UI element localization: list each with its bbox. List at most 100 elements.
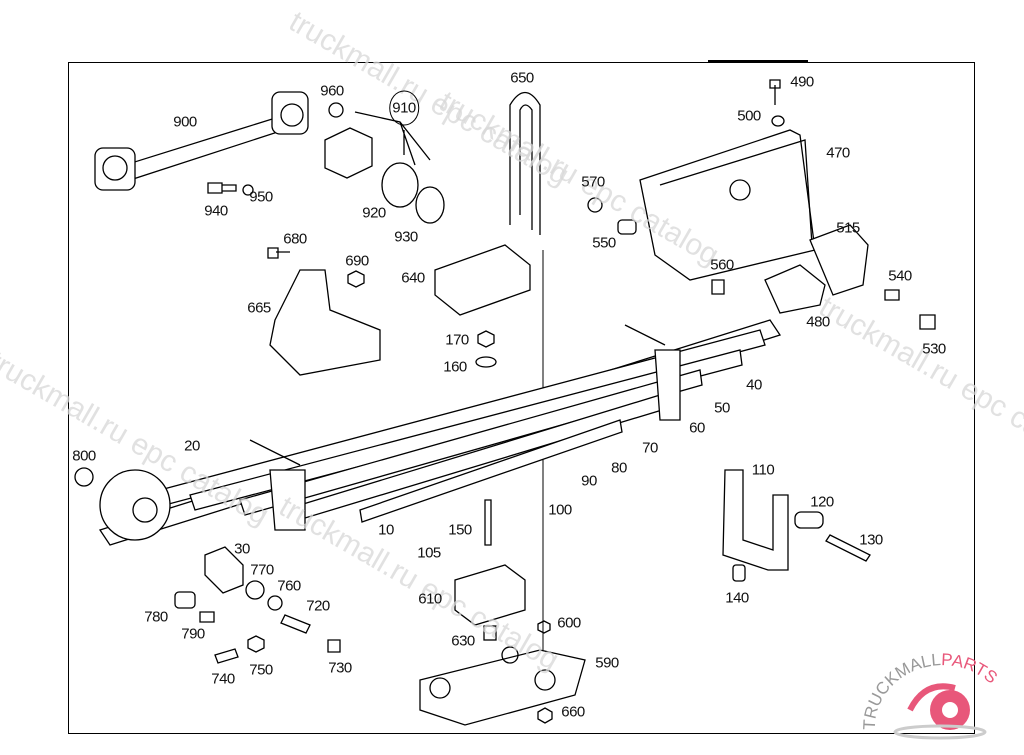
callout-910: 910 <box>389 90 419 126</box>
block-610 <box>454 564 526 626</box>
callout-690: 690 <box>345 252 369 270</box>
bracket-665 <box>269 269 381 376</box>
washer-950 <box>242 184 254 196</box>
nut-750 <box>247 635 265 653</box>
callout-70: 70 <box>642 439 658 457</box>
callout-100: 100 <box>548 501 572 519</box>
callout-610: 610 <box>418 590 442 608</box>
callout-60: 60 <box>689 419 705 437</box>
washer-770 <box>245 580 265 600</box>
callout-760: 760 <box>277 577 301 595</box>
callout-730: 730 <box>328 659 352 677</box>
sleeve-550 <box>617 219 637 235</box>
nut-800 <box>74 467 94 487</box>
callout-750: 750 <box>249 661 273 679</box>
callout-950: 950 <box>249 188 273 206</box>
callout-770: 770 <box>250 561 274 579</box>
block-480 <box>764 264 826 314</box>
sleeve-780 <box>174 591 196 609</box>
callout-130: 130 <box>859 531 883 549</box>
callout-480: 480 <box>806 313 830 331</box>
torque-rod-900 <box>94 91 309 191</box>
callout-930: 930 <box>394 228 418 246</box>
callout-640: 640 <box>401 269 425 287</box>
callout-120: 120 <box>810 493 834 511</box>
callout-10: 10 <box>378 521 394 539</box>
callout-590: 590 <box>595 654 619 672</box>
callout-600: 600 <box>557 614 581 632</box>
callout-170: 170 <box>445 331 469 349</box>
callout-790: 790 <box>181 625 205 643</box>
nut-690 <box>347 270 365 288</box>
callout-940: 940 <box>204 202 228 220</box>
callout-30: 30 <box>234 540 250 558</box>
callout-665: 665 <box>247 299 271 317</box>
callout-740: 740 <box>211 670 235 688</box>
nut-170 <box>477 330 495 348</box>
ring-930 <box>415 186 445 224</box>
callout-50: 50 <box>714 399 730 417</box>
nut-660 <box>537 707 553 724</box>
frame-top-mark <box>708 60 808 63</box>
callout-650: 650 <box>510 69 534 87</box>
callout-150: 150 <box>448 521 472 539</box>
callout-80: 80 <box>611 459 627 477</box>
callout-680: 680 <box>283 230 307 248</box>
ring-910 <box>381 162 419 208</box>
callout-540: 540 <box>888 267 912 285</box>
callout-530: 530 <box>922 340 946 358</box>
bolt-140 <box>732 564 746 582</box>
washer-570 <box>587 197 603 213</box>
callout-660: 660 <box>561 703 585 721</box>
bolt-530 <box>919 314 936 330</box>
callout-20: 20 <box>184 437 200 455</box>
bushing-920 <box>324 127 373 179</box>
bolt-940 <box>207 182 237 194</box>
bolt-150 <box>484 499 492 546</box>
callout-630: 630 <box>451 632 475 650</box>
washer-500 <box>771 115 785 127</box>
bushing-30 <box>204 546 244 594</box>
sleeve-630 <box>483 625 497 641</box>
callout-900: 900 <box>173 113 197 131</box>
cap-960 <box>328 102 344 118</box>
diagram-frame <box>68 62 975 734</box>
bolt-560 <box>711 279 725 295</box>
callout-570: 570 <box>581 173 605 191</box>
callout-90: 90 <box>581 472 597 490</box>
callout-800: 800 <box>72 447 96 465</box>
bolt-540 <box>884 289 900 301</box>
truckmall-parts-logo: TRUCKMALLPARTS <box>855 650 1024 750</box>
callout-720: 720 <box>306 597 330 615</box>
pin-740 <box>214 648 239 664</box>
callout-105: 105 <box>417 544 441 562</box>
callout-470: 470 <box>826 144 850 162</box>
plate-590 <box>419 649 586 726</box>
washer-160 <box>475 356 497 368</box>
u-bolt-650 <box>509 91 541 235</box>
callout-40: 40 <box>746 376 762 394</box>
callout-920: 920 <box>362 204 386 222</box>
callout-515: 515 <box>836 219 860 237</box>
callout-780: 780 <box>144 608 168 626</box>
callout-110: 110 <box>751 461 775 479</box>
pin-515 <box>809 224 869 296</box>
shackle-110 <box>722 469 789 571</box>
nut-600 <box>537 620 551 634</box>
callout-140: 140 <box>725 589 749 607</box>
bolt-730 <box>327 639 341 653</box>
leaf-spring-assembly <box>98 319 782 546</box>
bolt-680 <box>267 247 290 259</box>
callout-500: 500 <box>737 107 761 125</box>
callout-160: 160 <box>443 358 467 376</box>
bolt-790 <box>199 611 215 623</box>
bolt-130 <box>825 534 871 562</box>
saddle-640 <box>434 244 531 316</box>
callout-490: 490 <box>790 73 814 91</box>
pin-720 <box>280 614 311 634</box>
washer-760 <box>267 595 283 611</box>
bolt-490 <box>769 79 781 105</box>
callout-960: 960 <box>320 82 344 100</box>
callout-550: 550 <box>592 234 616 252</box>
